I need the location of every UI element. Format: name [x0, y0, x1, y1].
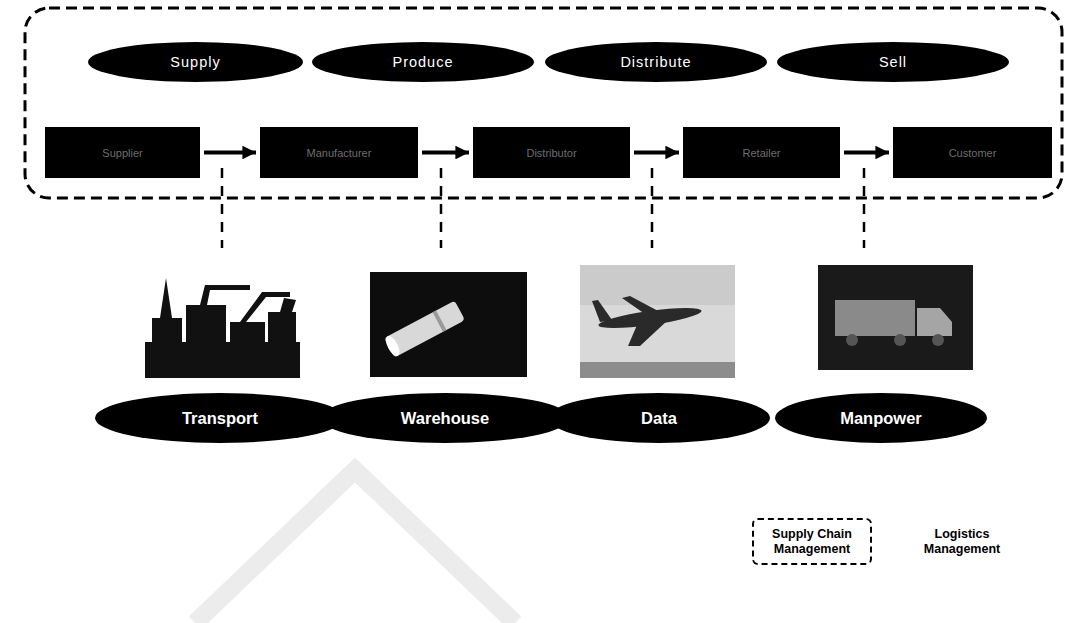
flow-arrow	[422, 151, 469, 155]
process-box: Manufacturer	[260, 127, 418, 178]
process-ellipse: Distribute	[545, 42, 767, 82]
truck-wheel	[894, 334, 906, 346]
ship-hull	[145, 342, 300, 378]
node-label: Sell	[879, 54, 907, 70]
pipe-body	[384, 301, 465, 358]
node-label: Customer	[949, 147, 997, 159]
flow-arrow	[844, 151, 889, 155]
node-label: Supply	[170, 54, 220, 70]
node-label: Warehouse	[401, 409, 489, 428]
warehouse-picture	[370, 272, 527, 377]
airplane-picture	[580, 265, 735, 378]
process-box: Retailer	[683, 127, 840, 178]
process-ellipse: Warehouse	[320, 393, 570, 443]
flow-arrow	[204, 151, 256, 155]
node-label: Transport	[182, 409, 258, 428]
flow-arrow	[634, 151, 679, 155]
leader-line	[221, 168, 224, 248]
container-stack	[230, 322, 265, 342]
truck-picture	[818, 265, 973, 370]
plane-shape	[592, 296, 702, 346]
container-stack	[152, 318, 182, 342]
crane	[280, 298, 296, 312]
pipe-end	[383, 334, 402, 358]
node-label: Produce	[392, 54, 453, 70]
ellipse-fill	[777, 42, 1009, 82]
pipe-item	[383, 301, 465, 358]
process-ellipse: Supply	[88, 42, 303, 82]
box-fill	[473, 127, 630, 178]
ellipse-fill	[545, 42, 767, 82]
process-box: Customer	[893, 127, 1052, 178]
process-box: Supplier	[45, 127, 200, 178]
ellipse-fill	[320, 393, 570, 443]
ellipse-fill	[312, 42, 534, 82]
crane	[160, 278, 172, 318]
process-ellipse: Data	[548, 393, 770, 443]
legend-entry: Logistics Management	[902, 518, 1022, 565]
process-ellipse: Transport	[95, 393, 345, 443]
legend-label: Logistics Management	[910, 527, 1014, 556]
pipe-band	[433, 310, 447, 331]
legend-entry: Supply Chain Management	[752, 518, 872, 565]
truck-trailer	[835, 300, 915, 336]
process-ellipse: Manpower	[775, 393, 987, 443]
plane-tail	[592, 300, 612, 322]
leader-line	[651, 168, 654, 248]
ellipse-fill	[88, 42, 303, 82]
plane-wing	[628, 318, 668, 346]
sky-shade	[580, 265, 735, 305]
leader-lines	[222, 168, 864, 248]
crane	[200, 285, 250, 305]
box-fill	[260, 127, 418, 178]
node-label: Supplier	[102, 147, 142, 159]
box-fill	[45, 127, 200, 178]
picture-ground	[370, 272, 527, 377]
ellipse-fill	[775, 393, 987, 443]
leader-line	[863, 168, 866, 248]
ship-picture	[145, 278, 300, 378]
node-label: Data	[641, 409, 677, 428]
box-fill	[893, 127, 1052, 178]
truck-cab	[917, 308, 952, 336]
ellipse-fill	[95, 393, 345, 443]
supply-chain-region	[25, 8, 1062, 198]
box-fill	[683, 127, 840, 178]
grass-strip	[580, 362, 735, 378]
node-label: Manufacturer	[307, 147, 372, 159]
node-label: Retailer	[743, 147, 781, 159]
leader-line	[440, 168, 443, 248]
node-label: Distribute	[620, 54, 691, 70]
node-label: Distributor	[526, 147, 576, 159]
truck-wheel	[932, 334, 944, 346]
picture-ground	[818, 265, 973, 370]
container-stack	[186, 305, 226, 342]
sky-ground	[580, 265, 735, 378]
legend-label: Supply Chain Management	[760, 527, 864, 556]
truck-wheel	[846, 334, 858, 346]
process-box: Distributor	[473, 127, 630, 178]
process-ellipse: Produce	[312, 42, 534, 82]
watermark-chevron	[195, 470, 515, 623]
process-ellipse: Sell	[777, 42, 1009, 82]
container-stack	[268, 312, 296, 342]
ellipse-fill	[548, 393, 770, 443]
node-label: Manpower	[840, 409, 922, 428]
plane-wing	[622, 296, 660, 314]
